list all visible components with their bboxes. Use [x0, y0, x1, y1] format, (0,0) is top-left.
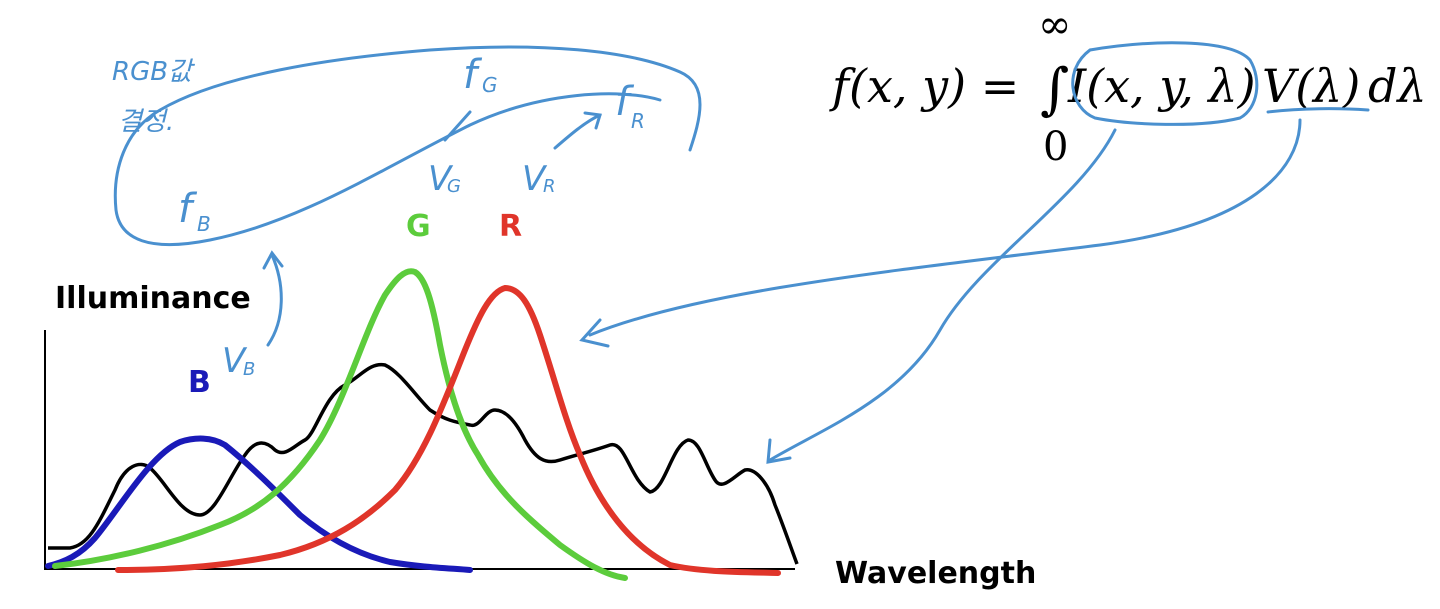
b-curve-label: B	[188, 365, 211, 400]
vr-label: V	[522, 159, 548, 199]
integrand-sensitivity: V(λ)	[1262, 59, 1360, 113]
integrand-circle	[1071, 41, 1259, 126]
arrow-to-sensitivity	[588, 118, 1302, 337]
y-axis-label: Illuminance	[55, 281, 251, 316]
formula-lhs: f(x, y) =	[829, 59, 1019, 113]
vg-subscript: G	[447, 176, 461, 197]
arrow-vg	[443, 110, 472, 142]
arrowhead-vb	[262, 250, 284, 270]
fg-label: f	[463, 52, 483, 98]
red-sensitivity-curve	[115, 284, 781, 576]
arrow-vb	[266, 253, 283, 347]
integral-formula: f(x, y) = ∞ ∫ 0 I(x, y, λ) V(λ) dλ	[829, 2, 1427, 170]
illuminance-spectrum-curve	[48, 362, 799, 565]
vb-label: V	[222, 341, 248, 381]
differential: dλ	[1368, 59, 1427, 113]
blue-sensitivity-curve	[45, 435, 473, 573]
vb-subscript: B	[243, 359, 255, 380]
fb-label: f	[178, 186, 198, 232]
note-rgb-value: RGB값	[112, 57, 196, 87]
fb-subscript: B	[197, 212, 211, 236]
fr-subscript: R	[631, 109, 645, 133]
vr-subscript: R	[543, 176, 556, 197]
green-sensitivity-curve	[52, 268, 628, 581]
handwritten-annotations	[113, 41, 1370, 464]
vg-label: V	[428, 159, 454, 199]
arrow-vr	[553, 113, 602, 150]
integral-lower-limit: 0	[1043, 124, 1068, 170]
integral-upper-limit: ∞	[1038, 2, 1071, 48]
note-determine: 결정.	[118, 107, 174, 137]
g-curve-label: G	[406, 209, 431, 244]
rgb-loop-outline	[113, 45, 702, 247]
fg-subscript: G	[482, 73, 498, 97]
r-curve-label: R	[499, 209, 522, 244]
integrand-illuminance: I(x, y, λ)	[1067, 59, 1256, 113]
arrow-to-illuminance	[768, 128, 1117, 462]
x-axis-label: Wavelength	[835, 556, 1036, 591]
sensitivity-underline	[1266, 107, 1370, 114]
arrowhead-sensitivity	[579, 318, 610, 348]
integral-sign: ∫	[1040, 57, 1069, 122]
arrowhead-vr	[583, 111, 602, 130]
arrowhead-illuminance	[766, 438, 792, 464]
handwritten-labels: RGB값 결정. f G f R f B V G V R V B	[112, 52, 645, 381]
